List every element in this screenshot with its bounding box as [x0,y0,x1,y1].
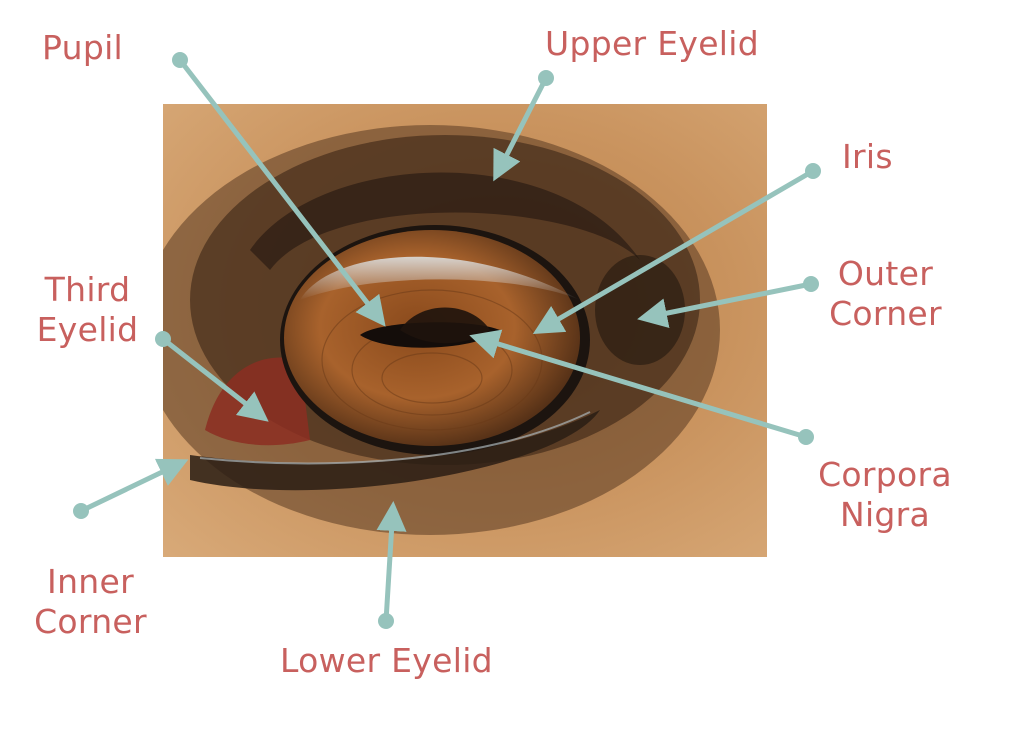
corpora-nigra-pointer-dot [798,429,814,445]
horse-eye-photo [163,104,767,557]
outer-corner-pointer-dot [803,276,819,292]
pointer-dots [73,52,821,629]
label-outer-corner: Outer Corner [829,254,942,333]
third-eyelid-pointer-dot [155,331,171,347]
corpora-nigra-pointer [469,329,809,440]
upper-eyelid-pointer-dot [538,70,554,86]
lower-eyelid-pointer [376,501,407,624]
lower-eyelid-pointer-dot [378,613,394,629]
label-inner-corner: Inner Corner [34,562,147,641]
label-iris: Iris [842,137,893,176]
outer-corner-pointer [637,281,814,328]
third-eyelid-pointer [160,336,269,422]
label-third-eyelid: Third Eyelid [36,270,139,349]
iris-pointer-dot [805,163,821,179]
label-upper-eyelid: Upper Eyelid [545,24,759,63]
upper-eyelid-pointer [493,75,549,182]
pupil-pointer-dot [172,52,188,68]
pointer-lines [78,57,816,624]
label-pupil: Pupil [42,28,124,67]
pupil-pointer [177,57,386,327]
iris-pointer [532,168,816,335]
label-corpora-nigra: Corpora Nigra [818,455,952,534]
inner-corner-pointer-dot [73,503,89,519]
inner-corner-pointer [78,458,189,514]
label-lower-eyelid: Lower Eyelid [280,641,493,680]
